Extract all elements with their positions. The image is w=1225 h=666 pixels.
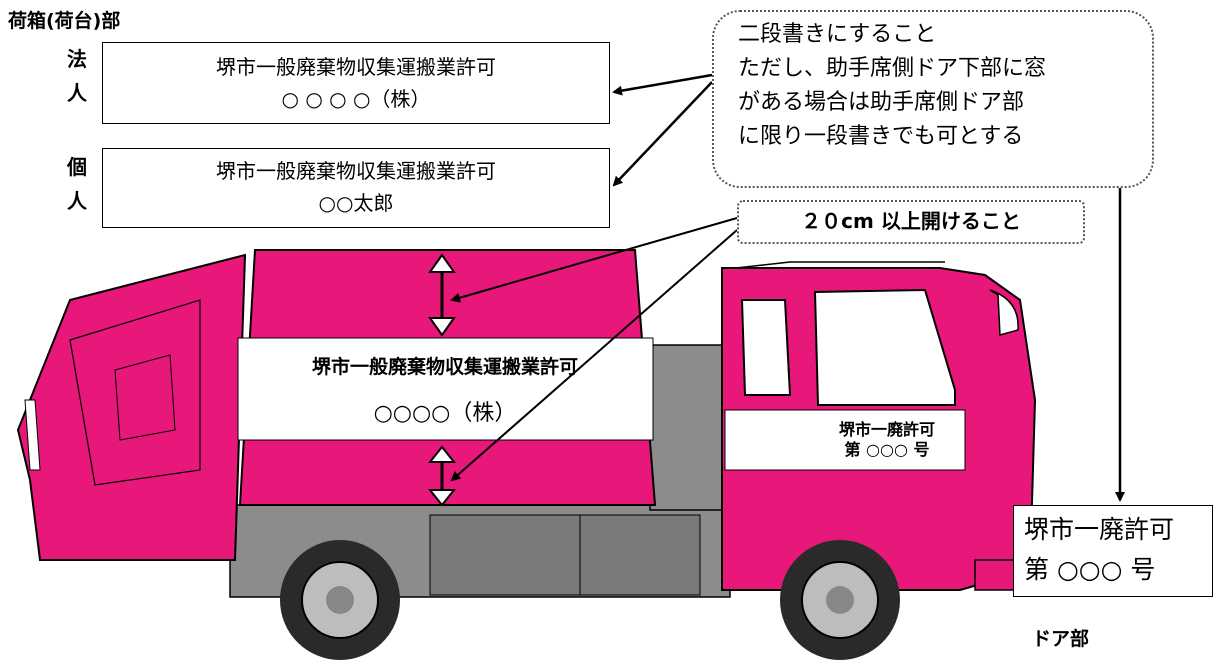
truck-body-sign-line1: 堺市一般廃棄物収集運搬業許可 <box>311 356 578 378</box>
truck-frame-support <box>649 344 731 511</box>
corporate-label-char-1: 法 <box>67 47 87 71</box>
individual-label-char-2: 人 <box>67 189 87 213</box>
individual-sign-example: 堺市一般廃棄物収集運搬業許可 ○○太郎 <box>102 148 610 228</box>
arrow-gap-to-top <box>450 217 738 303</box>
note-line-4: に限り一段書きでも可とする <box>738 124 1024 149</box>
two-line-note: 二段書きにすること ただし、助手席側ドア下部に窓 がある場合は助手席側ドア部 に… <box>712 10 1154 188</box>
truck-mirror <box>989 289 1019 336</box>
door-section-label: ドア部 <box>1032 628 1090 650</box>
door-sign-detail: 堺市一廃許可 第 ○○○ 号 <box>1013 505 1213 597</box>
door-sign-detail-line2: 第 ○○○ 号 <box>1024 555 1156 584</box>
corporate-sign-line1: 堺市一般廃棄物収集運搬業許可 <box>216 55 496 79</box>
individual-label: 個 人 <box>62 150 92 218</box>
gap-note: ２０cm 以上開けること <box>737 200 1085 244</box>
arrow-note-to-corporate <box>612 73 713 96</box>
truck-body-sign-line2: ○○○○（株） <box>373 401 517 426</box>
individual-label-char-1: 個 <box>67 155 87 179</box>
individual-sign-line2: ○○太郎 <box>318 191 394 215</box>
truck-cab-rear-window <box>740 299 792 396</box>
note-line-2: ただし、助手席側ドア下部に窓 <box>738 56 1047 81</box>
truck-body-sign-band <box>237 337 654 441</box>
corporate-label-char-2: 人 <box>67 81 87 105</box>
truck-door-sign: 堺市一廃許可 第 ○○○ 号 <box>812 420 962 460</box>
section-title-cargo: 荷箱(荷台)部 <box>8 10 121 32</box>
truck-chassis-box <box>579 514 701 596</box>
corporate-sign-example: 堺市一般廃棄物収集運搬業許可 ○ ○ ○ ○（株） <box>102 42 610 124</box>
truck-cab-front-window <box>813 288 956 406</box>
arrow-note-to-individual <box>612 81 713 187</box>
corporate-label: 法 人 <box>62 42 92 110</box>
truck-chassis-panel <box>429 514 581 596</box>
truck-door-sign-line2: 第 ○○○ 号 <box>844 440 930 459</box>
truck-rear-wheel <box>280 540 400 660</box>
door-sign-detail-line1: 堺市一廃許可 <box>1024 515 1175 544</box>
individual-sign-line1: 堺市一般廃棄物収集運搬業許可 <box>216 159 496 183</box>
note-line-3: がある場合は助手席側ドア部 <box>738 90 1025 115</box>
corporate-sign-line2: ○ ○ ○ ○（株） <box>281 87 431 111</box>
truck-door-sign-band <box>724 409 966 471</box>
arrow-gap-to-bottom <box>450 229 738 482</box>
truck-door-sign-line1: 堺市一廃許可 <box>838 420 935 439</box>
truck-front-wheel <box>780 540 900 660</box>
truck-rear-hopper <box>16 253 247 561</box>
note-line-1: 二段書きにすること <box>738 22 937 47</box>
